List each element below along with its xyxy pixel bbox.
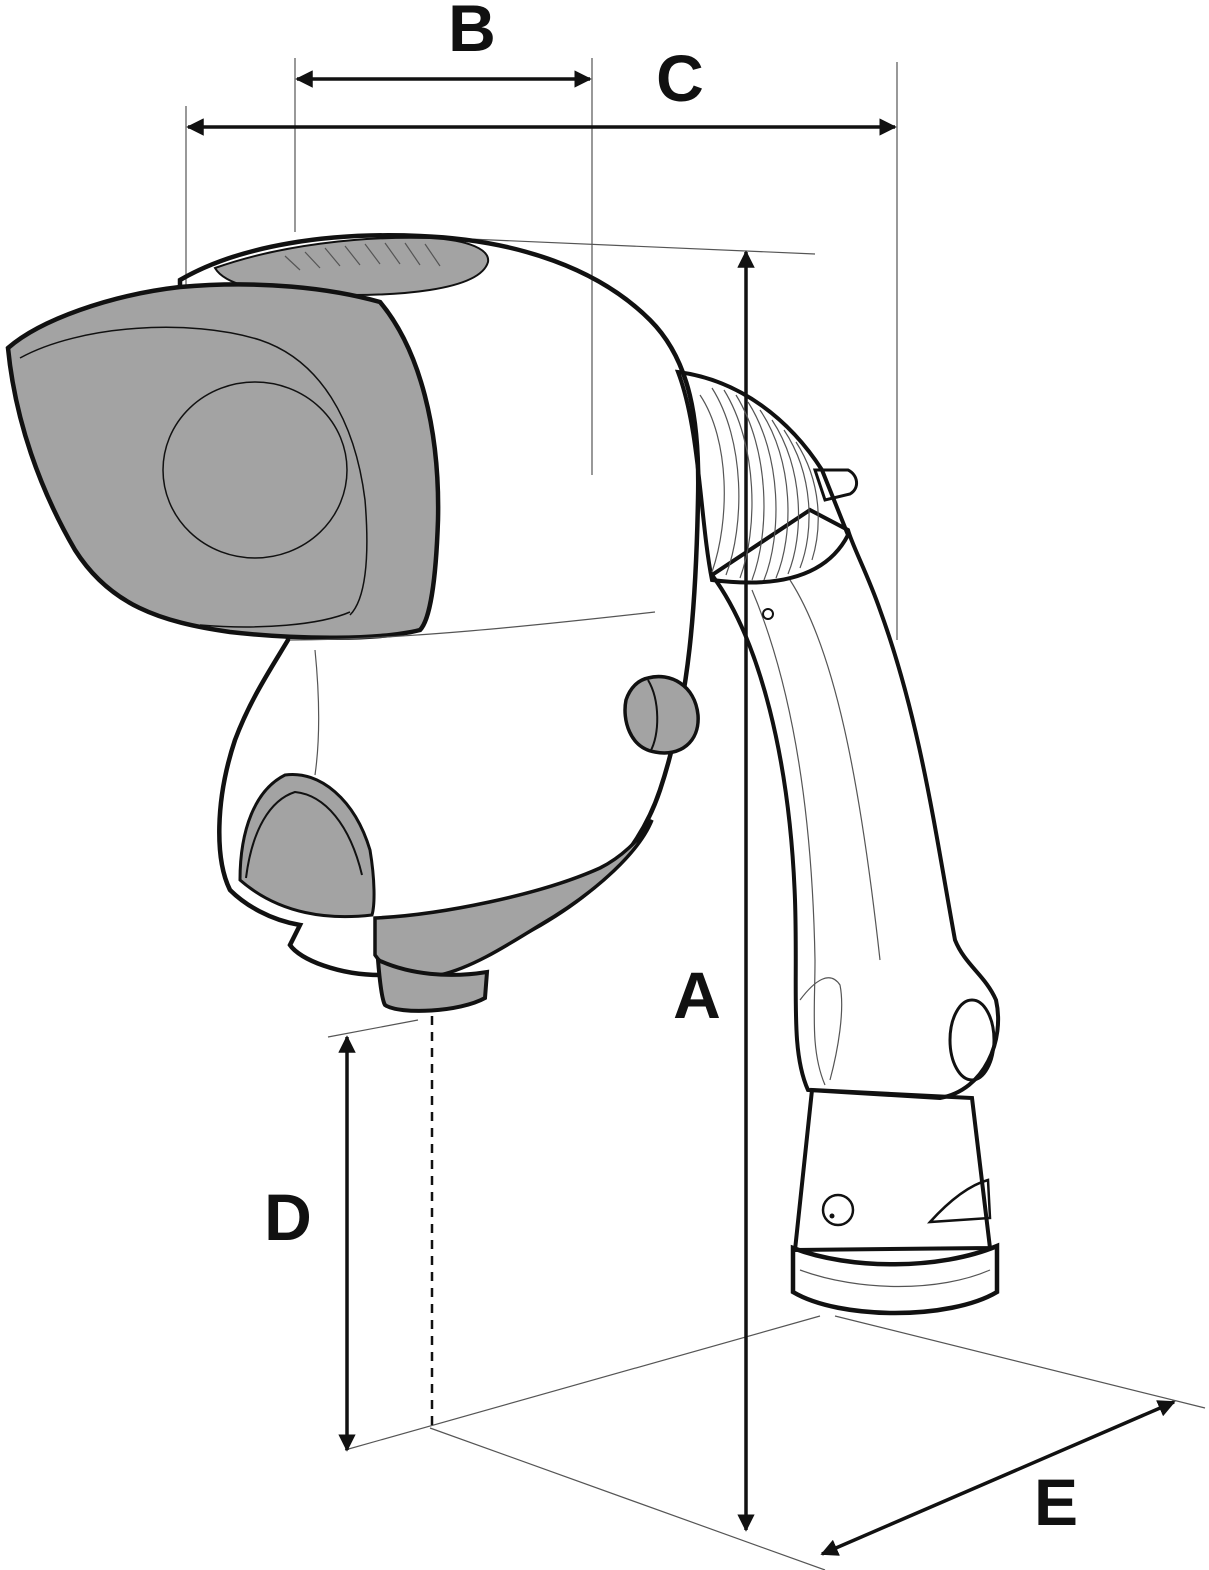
label-e: E: [1034, 1465, 1078, 1539]
lower-lobe: [238, 772, 376, 919]
stand-base-foot: [790, 1242, 1000, 1316]
bellows-connector: [674, 369, 858, 585]
bellows-latch-icon: [812, 468, 858, 502]
label-a: A: [673, 958, 721, 1032]
label-d: D: [264, 1180, 312, 1254]
label-b: B: [448, 0, 496, 65]
label-c: C: [656, 41, 704, 115]
stand-base-column: [792, 1087, 993, 1253]
base-button-icon: [821, 1193, 855, 1227]
dimension-e-arrow: [820, 1400, 1176, 1556]
eyepiece-hood: [5, 282, 441, 640]
focus-knob: [623, 674, 700, 755]
dimension-arrows: [186, 70, 1176, 1556]
stand-arm: [709, 507, 1001, 1316]
arm-joint-knob: [948, 998, 996, 1082]
objective-lens-housing: [373, 819, 654, 978]
objective-lens-nozzle: [375, 956, 490, 1013]
viewer-head: [5, 233, 701, 1013]
dimension-labels: B C A D E: [264, 0, 1078, 1539]
